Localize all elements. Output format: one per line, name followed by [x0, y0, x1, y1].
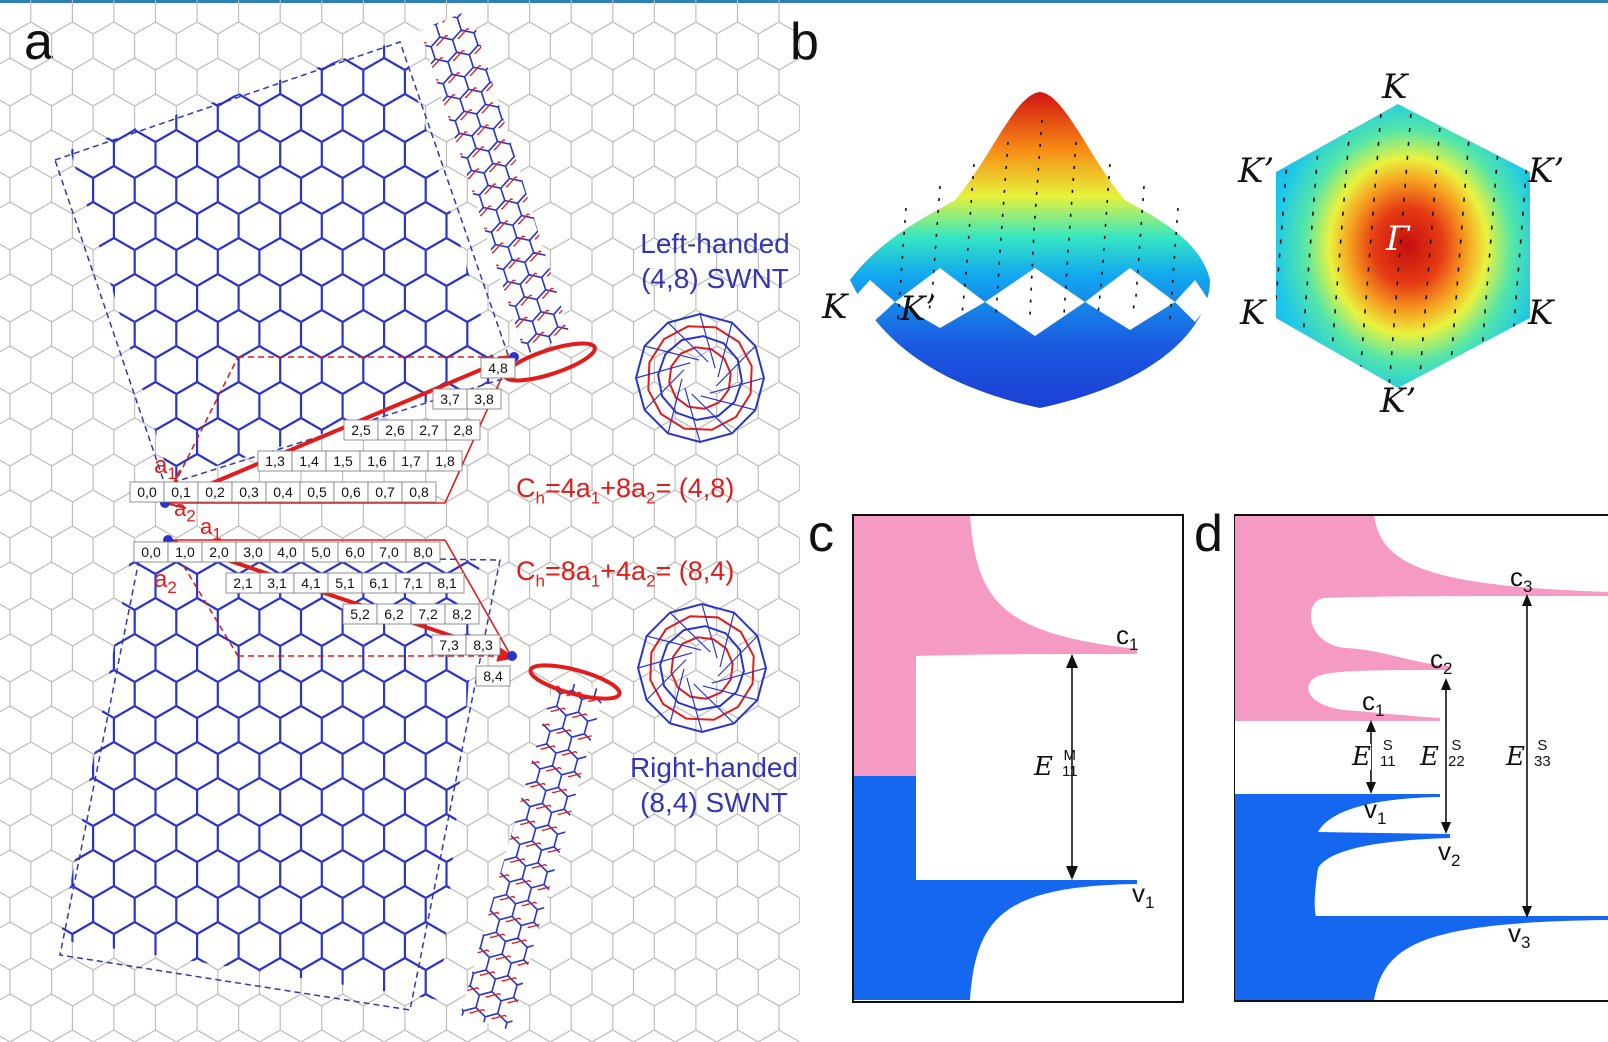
right-handed-line1: Right-handed [629, 752, 799, 783]
basis-a2-bottom: a2 [154, 566, 177, 597]
dos-semiconducting [1234, 514, 1608, 1002]
lattice-index-cell: 4,0 [277, 544, 297, 560]
lattice-index-grid-top: 0,0 0,1 0,2 0,3 0,4 0,5 0,6 0,7 0,8 1,3 1,4 1,5 1,6 1… [129, 357, 516, 503]
lattice-index-cell: 8,2 [452, 606, 472, 622]
left-handed-label: Left-handed (4,8) SWNT [610, 226, 820, 296]
lattice-index-cell: 7,0 [379, 544, 399, 560]
lattice-index-cell: 1,8 [435, 453, 455, 469]
label-v1: v1 [1132, 878, 1155, 913]
lattice-index-cell: 2,8 [453, 422, 473, 438]
left-handed-line2: (4,8) SWNT [641, 263, 789, 294]
lattice-index-cell: 0,8 [409, 484, 429, 500]
lattice-index-cell: 0,6 [341, 484, 361, 500]
lattice-index-cell: 1,5 [333, 453, 353, 469]
lattice-index-cell: 0,0 [141, 544, 161, 560]
surface-label-K: K [822, 287, 848, 327]
chiral-vector-equation-top: Ch=4a1+8a2= (4,8) [516, 473, 735, 508]
label-d-c3: c3 [1510, 562, 1533, 597]
lattice-index-cell: 1,4 [299, 453, 319, 469]
top-rule [0, 0, 1608, 3]
bz-label-bottom: K’ [1380, 381, 1417, 421]
lattice-index-cell: 0,5 [307, 484, 327, 500]
lattice-index-grid-bottom: 0,0 1,0 2,0 3,0 4,0 5,0 6,0 7,0 8,0 2,1 3,1 4,1 5,1 6… [133, 541, 511, 687]
lattice-index-cell: 1,7 [401, 453, 421, 469]
left-handed-line1: Left-handed [640, 228, 790, 259]
bz-label-lower-right: K [1528, 293, 1554, 333]
surface-label-K-prime: K’ [900, 289, 937, 329]
dos-metallic [852, 514, 1184, 1003]
lattice-index-cell: 3,0 [243, 544, 263, 560]
lattice-index-cell: 6,1 [369, 575, 389, 591]
bz-label-upper-right: K’ [1528, 151, 1565, 191]
brillouin-zone-hexagon [1276, 104, 1530, 388]
lattice-index-cell: 0,1 [171, 484, 191, 500]
lattice-index-cell: 7,3 [439, 637, 459, 653]
label-d-v2: v2 [1438, 836, 1461, 871]
lattice-index-cell: 8,4 [483, 668, 503, 684]
bz-label-lower-left: K [1240, 293, 1266, 333]
panel-b-label: b [790, 13, 819, 71]
panel-c-label: c [808, 505, 834, 563]
lattice-index-cell: 0,2 [205, 484, 225, 500]
lattice-index-cell: 1,3 [265, 453, 285, 469]
label-d-c2: c2 [1430, 644, 1453, 679]
lattice-index-cell: 5,0 [311, 544, 331, 560]
lattice-index-cell: 3,8 [474, 391, 494, 407]
chiral-vector-equation-bottom: Ch=8a1+4a2= (8,4) [516, 556, 735, 591]
lattice-index-cell: 7,2 [418, 606, 438, 622]
lattice-index-cell: 8,3 [473, 637, 493, 653]
band-surface-3d [850, 92, 1210, 408]
lattice-index-cell: 4,8 [488, 360, 508, 376]
label-d-c1: c1 [1362, 686, 1385, 721]
lattice-index-cell: 0,0 [137, 484, 157, 500]
lattice-index-cell: 2,7 [419, 422, 439, 438]
nanotube-left-handed [420, 10, 597, 383]
lattice-index-cell: 5,1 [335, 575, 355, 591]
label-d-v1: v1 [1364, 794, 1387, 829]
nanotube-cross-sections [634, 312, 767, 734]
lattice-index-cell: 6,2 [384, 606, 404, 622]
lattice-index-cell: 4,1 [301, 575, 321, 591]
panel-a-label: a [24, 13, 53, 71]
lattice-index-cell: 0,3 [239, 484, 259, 500]
bz-label-top: K [1382, 67, 1408, 107]
lattice-index-cell: 2,5 [351, 422, 371, 438]
lattice-index-cell: 2,0 [209, 544, 229, 560]
lattice-index-cell: 5,2 [350, 606, 370, 622]
graphene-lattice: 0,0 0,1 0,2 0,3 0,4 0,5 0,6 0,7 0,8 1,3 1,4 1,5 1,6 1… [0, 0, 800, 1042]
label-d-v3: v3 [1508, 918, 1531, 953]
label-c1: c1 [1116, 620, 1139, 655]
lattice-index-cell: 3,1 [267, 575, 287, 591]
bz-label-upper-left: K’ [1238, 151, 1275, 191]
bz-label-gamma: Γ [1386, 219, 1410, 259]
lattice-index-cell: 8,1 [437, 575, 457, 591]
basis-a2-top: a2 [174, 496, 196, 526]
basis-a1-bottom: a1 [200, 514, 222, 544]
lattice-index-cell: 6,0 [345, 544, 365, 560]
lattice-index-cell: 0,7 [375, 484, 395, 500]
unrolled-sheet-top-outline [54, 41, 516, 486]
right-handed-label: Right-handed (8,4) SWNT [598, 750, 830, 820]
basis-a1-top: a1 [154, 452, 177, 483]
lattice-index-cell: 7,1 [403, 575, 423, 591]
lattice-index-cell: 8,0 [413, 544, 433, 560]
panel-d-label: d [1194, 505, 1223, 563]
lattice-index-cell: 2,1 [233, 575, 253, 591]
lattice-index-cell: 0,4 [273, 484, 293, 500]
lattice-index-cell: 2,6 [385, 422, 405, 438]
lattice-index-cell: 1,0 [175, 544, 195, 560]
lattice-index-cell: 1,6 [367, 453, 387, 469]
lattice-index-cell: 3,7 [440, 391, 460, 407]
right-handed-line2: (8,4) SWNT [640, 787, 788, 818]
